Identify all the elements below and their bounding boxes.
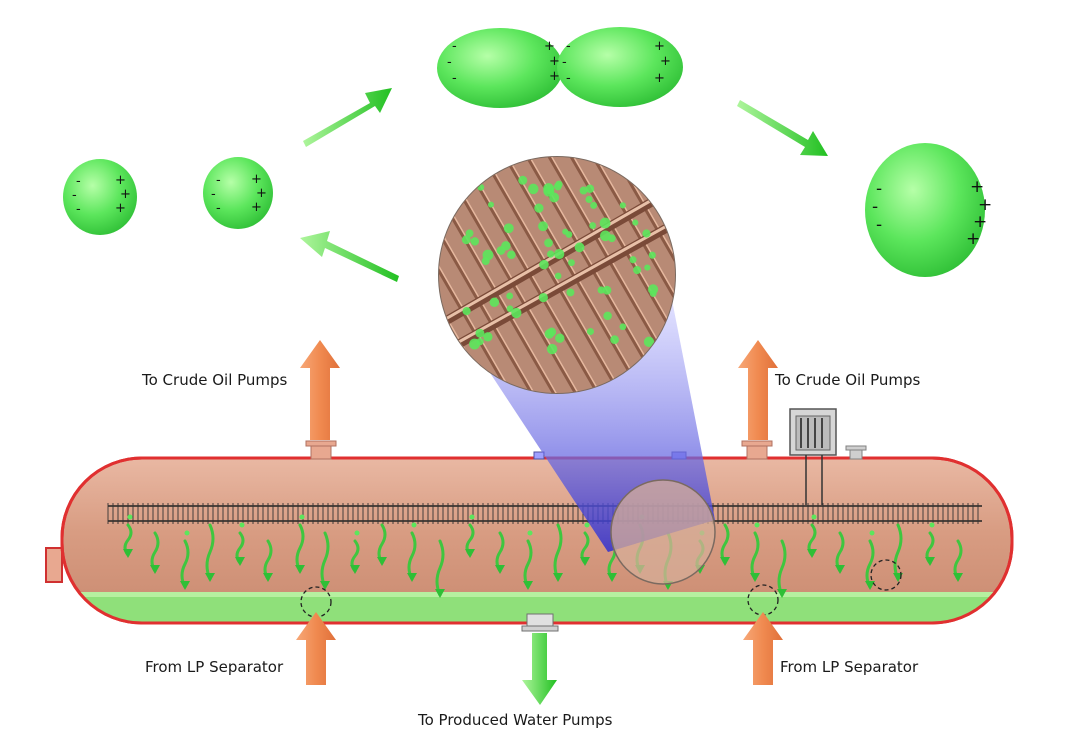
- lp-separator-inlet-arrow-icon: [743, 612, 783, 685]
- negative-charge: -: [872, 197, 878, 217]
- negative-charge: -: [876, 179, 882, 199]
- negative-charge: -: [447, 55, 452, 70]
- transformer-icon: [789, 408, 837, 505]
- positive-charge: +: [251, 172, 262, 187]
- lp-separator-label-right: From LP Separator: [780, 658, 919, 676]
- negative-charge: -: [452, 71, 457, 86]
- negative-charge: -: [216, 201, 221, 216]
- positive-charge: +: [120, 187, 131, 202]
- positive-charge: +: [978, 195, 992, 215]
- droplet-coalesced: --- ++++: [865, 143, 992, 277]
- positive-charge: +: [973, 212, 987, 232]
- droplet-left-2: --- +++: [203, 157, 273, 229]
- positive-charge: +: [966, 229, 980, 249]
- top-nozzle: [305, 440, 337, 460]
- positive-charge: +: [654, 71, 665, 86]
- positive-charge: +: [544, 39, 555, 54]
- negative-charge: -: [566, 39, 571, 54]
- crude-oil-pumps-label-right: To Crude Oil Pumps: [775, 371, 921, 389]
- magnifier-icon: [438, 156, 716, 585]
- crude-oil-outlet-arrow-icon: [738, 340, 778, 440]
- droplet-marker: [870, 559, 902, 591]
- coalescence-arrow-icon: [303, 88, 392, 147]
- positive-charge: +: [549, 54, 560, 69]
- negative-charge: -: [566, 71, 571, 86]
- coalescence-arrow-icon: [737, 100, 828, 156]
- negative-charge: -: [216, 173, 221, 188]
- negative-charge: -: [211, 187, 216, 202]
- positive-charge: +: [970, 177, 984, 197]
- negative-charge: -: [76, 174, 81, 189]
- produced-water-pumps-label: To Produced Water Pumps: [418, 711, 613, 729]
- negative-charge: -: [76, 202, 81, 217]
- positive-charge: +: [115, 201, 126, 216]
- vessel: [45, 456, 1014, 625]
- negative-charge: -: [562, 55, 567, 70]
- produced-water-outlet-arrow-icon: [522, 633, 557, 705]
- lp-separator-inlet-arrow-icon: [296, 612, 336, 685]
- lp-separator-label-left: From LP Separator: [145, 658, 284, 676]
- positive-charge: +: [660, 54, 671, 69]
- droplet-pair-top: --- +++ --- +++: [437, 27, 683, 108]
- positive-charge: +: [654, 39, 665, 54]
- crude-oil-pumps-label-left: To Crude Oil Pumps: [142, 371, 288, 389]
- positive-charge: +: [256, 186, 267, 201]
- negative-charge: -: [72, 188, 77, 203]
- water-outlet-nozzle: [521, 613, 559, 632]
- top-nozzle: [845, 445, 867, 460]
- top-nozzle: [741, 440, 773, 460]
- negative-charge: -: [876, 215, 882, 235]
- positive-charge: +: [251, 200, 262, 215]
- droplet-left-1: --- +++: [63, 159, 137, 235]
- crude-oil-outlet-arrow-icon: [300, 340, 340, 440]
- coalescence-arrow-icon: [300, 231, 399, 282]
- positive-charge: +: [549, 69, 560, 84]
- positive-charge: +: [115, 173, 126, 188]
- negative-charge: -: [452, 39, 457, 54]
